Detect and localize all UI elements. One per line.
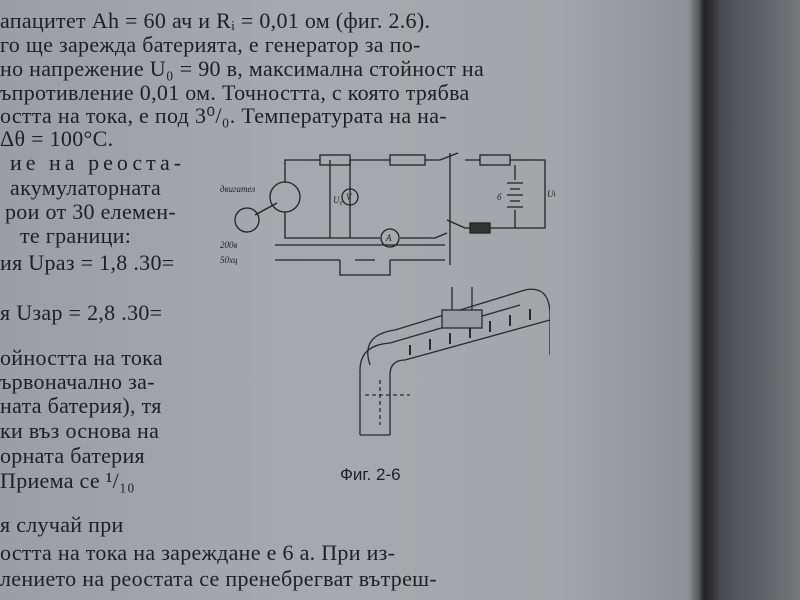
circuit-diagram: двигател 200в 50хц V A б U₀ Uб bbox=[220, 152, 555, 276]
text-line: ъпротивление 0,01 ом. Точността, с която… bbox=[0, 80, 470, 105]
text-line: я Uзар = 2,8 .30= bbox=[0, 300, 163, 325]
text-line: Δθ = 100°C. bbox=[0, 126, 114, 151]
figure-caption: Фиг. 2-6 bbox=[340, 465, 401, 484]
motor-label: двигател bbox=[220, 184, 255, 194]
text-line: акумулаторната bbox=[10, 175, 162, 200]
text-line: ки въз основа на bbox=[0, 418, 160, 443]
text-line: ървоначално за- bbox=[0, 369, 155, 394]
text-line: орната батерия bbox=[0, 443, 145, 468]
ub-label: Uб bbox=[547, 189, 555, 199]
text-line: Приема се ¹/₁₀ bbox=[0, 468, 136, 493]
book-edge-shadow bbox=[700, 0, 800, 600]
text-line: ие на реоста- bbox=[10, 150, 186, 175]
text-line: я случай при bbox=[0, 512, 124, 537]
text-line: лението на реостата се пренебрегват вътр… bbox=[0, 566, 438, 591]
text-line: те граници: bbox=[20, 223, 132, 248]
text-line: рои от 30 елемен- bbox=[5, 199, 176, 224]
voltmeter-label: V bbox=[346, 192, 353, 202]
text-line: го ще зарежда батерията, е генератор за … bbox=[0, 32, 421, 57]
text-line: остта на тока на зареждане е 6 а. При из… bbox=[0, 540, 396, 565]
text-line: ната батерия), тя bbox=[0, 393, 162, 418]
text-line: ия Uраз = 1,8 .30= bbox=[0, 250, 175, 275]
text-line: апацитет Ah = 60 ач и Rᵢ = 0,01 ом (фиг.… bbox=[0, 8, 431, 33]
ammeter-label: A bbox=[385, 233, 392, 243]
voltage-label: 200в bbox=[220, 240, 238, 250]
text-line: но напрежение U₀ = 90 в, максимална стой… bbox=[0, 56, 485, 81]
u0-label: U₀ bbox=[333, 195, 343, 205]
rheostat-drawing bbox=[359, 287, 550, 436]
text-line: ойността на тока bbox=[0, 345, 163, 370]
battery-label: б bbox=[497, 192, 502, 202]
text-line: остта на тока, е под 3⁰/₀. Температурата… bbox=[0, 103, 447, 128]
frequency-label: 50хц bbox=[220, 255, 238, 265]
